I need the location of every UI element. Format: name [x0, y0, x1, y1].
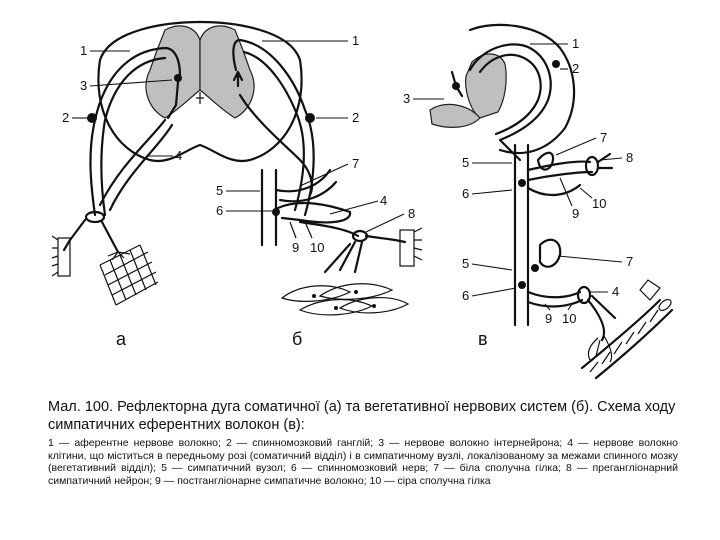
preganglionic-fiber-v [528, 162, 592, 180]
lower-ramus-v [528, 292, 582, 306]
skin-receptor [64, 220, 85, 250]
blood-vessel [582, 280, 673, 378]
smooth-muscle-cells [282, 242, 408, 315]
label-b-8: 8 [408, 206, 415, 221]
vessel-nerve-plexus [588, 336, 611, 362]
label-v-7b: 7 [626, 254, 633, 269]
label-b-2: 2 [352, 110, 359, 125]
spinal-ganglion-v [552, 60, 560, 68]
reflex-arc-figure: 1 3 2 4 а [0, 0, 720, 390]
panel-letter-b: б [292, 329, 302, 349]
lower-ganglion-loop-v [540, 240, 560, 267]
central-canal [196, 92, 204, 104]
label-v-6b: 6 [462, 288, 469, 303]
label-v-2: 2 [572, 61, 579, 76]
label-v-6a: 6 [462, 186, 469, 201]
figure-caption: Мал. 100. Рефлекторна дуга соматичної (а… [48, 398, 678, 487]
label-a-4: 4 [175, 148, 182, 163]
effector-patch-b [400, 230, 414, 266]
label-v-5a: 5 [462, 155, 469, 170]
motor-fiber-a-inner [110, 125, 172, 210]
spinal-nerve-b [262, 170, 276, 245]
panel-a: 1 3 2 4 а [52, 22, 302, 349]
ganglion-neuron-b [272, 208, 280, 216]
label-b-5: 5 [216, 183, 223, 198]
receptor-bristles [52, 236, 58, 276]
label-b-1: 1 [352, 33, 359, 48]
label-b-9: 9 [292, 240, 299, 255]
preganglionic-out-v [598, 154, 612, 168]
label-a-2: 2 [62, 110, 69, 125]
label-v-4: 4 [612, 284, 619, 299]
grey-matter-v [466, 54, 507, 118]
label-v-9a: 9 [572, 206, 579, 221]
effector-nerve-b [366, 236, 405, 242]
upper-rami-v [528, 185, 580, 195]
label-v-8: 8 [626, 150, 633, 165]
caption-legend: 1 — аферентне нервове волокно; 2 — спинн… [48, 437, 678, 487]
lower-ganglion-neuron [531, 264, 539, 272]
label-v-10b: 10 [562, 311, 576, 326]
lower-trunk-neuron [518, 281, 526, 289]
label-v-1: 1 [572, 36, 579, 51]
panel-letter-a: а [116, 329, 127, 349]
label-v-5b: 5 [462, 256, 469, 271]
label-b-4: 4 [380, 193, 387, 208]
label-b-6: 6 [216, 203, 223, 218]
label-b-7: 7 [352, 156, 359, 171]
label-v-10a: 10 [592, 196, 606, 211]
label-a-3: 3 [80, 78, 87, 93]
interneuron-a [174, 74, 182, 82]
label-b-10: 10 [310, 240, 324, 255]
grey-matter-left [146, 26, 200, 118]
label-a-1: 1 [80, 43, 87, 58]
motor-fiber-a [100, 120, 165, 205]
label-v-7a: 7 [600, 130, 607, 145]
muscle-grid [100, 245, 158, 305]
panel-letter-v: в [478, 329, 488, 349]
label-v-9b: 9 [545, 311, 552, 326]
upper-ganglion-neuron [518, 179, 526, 187]
panel-v: 1 2 3 7 8 5 6 10 9 7 5 6 4 9 10 в [403, 25, 673, 378]
spinal-ganglion-a [87, 113, 97, 123]
sympathetic-ganglion-loop [278, 203, 350, 222]
caption-title: Мал. 100. Рефлекторна дуга соматичної (а… [48, 398, 678, 434]
label-v-3: 3 [403, 91, 410, 106]
white-ramus-b [276, 170, 336, 201]
motor-nerve-to-muscle [102, 222, 118, 252]
ramus-lines-b [290, 222, 312, 238]
effector-bristles-b [414, 228, 422, 260]
spinal-ganglion-b [305, 113, 315, 123]
vascular-nerve-v [588, 296, 615, 340]
